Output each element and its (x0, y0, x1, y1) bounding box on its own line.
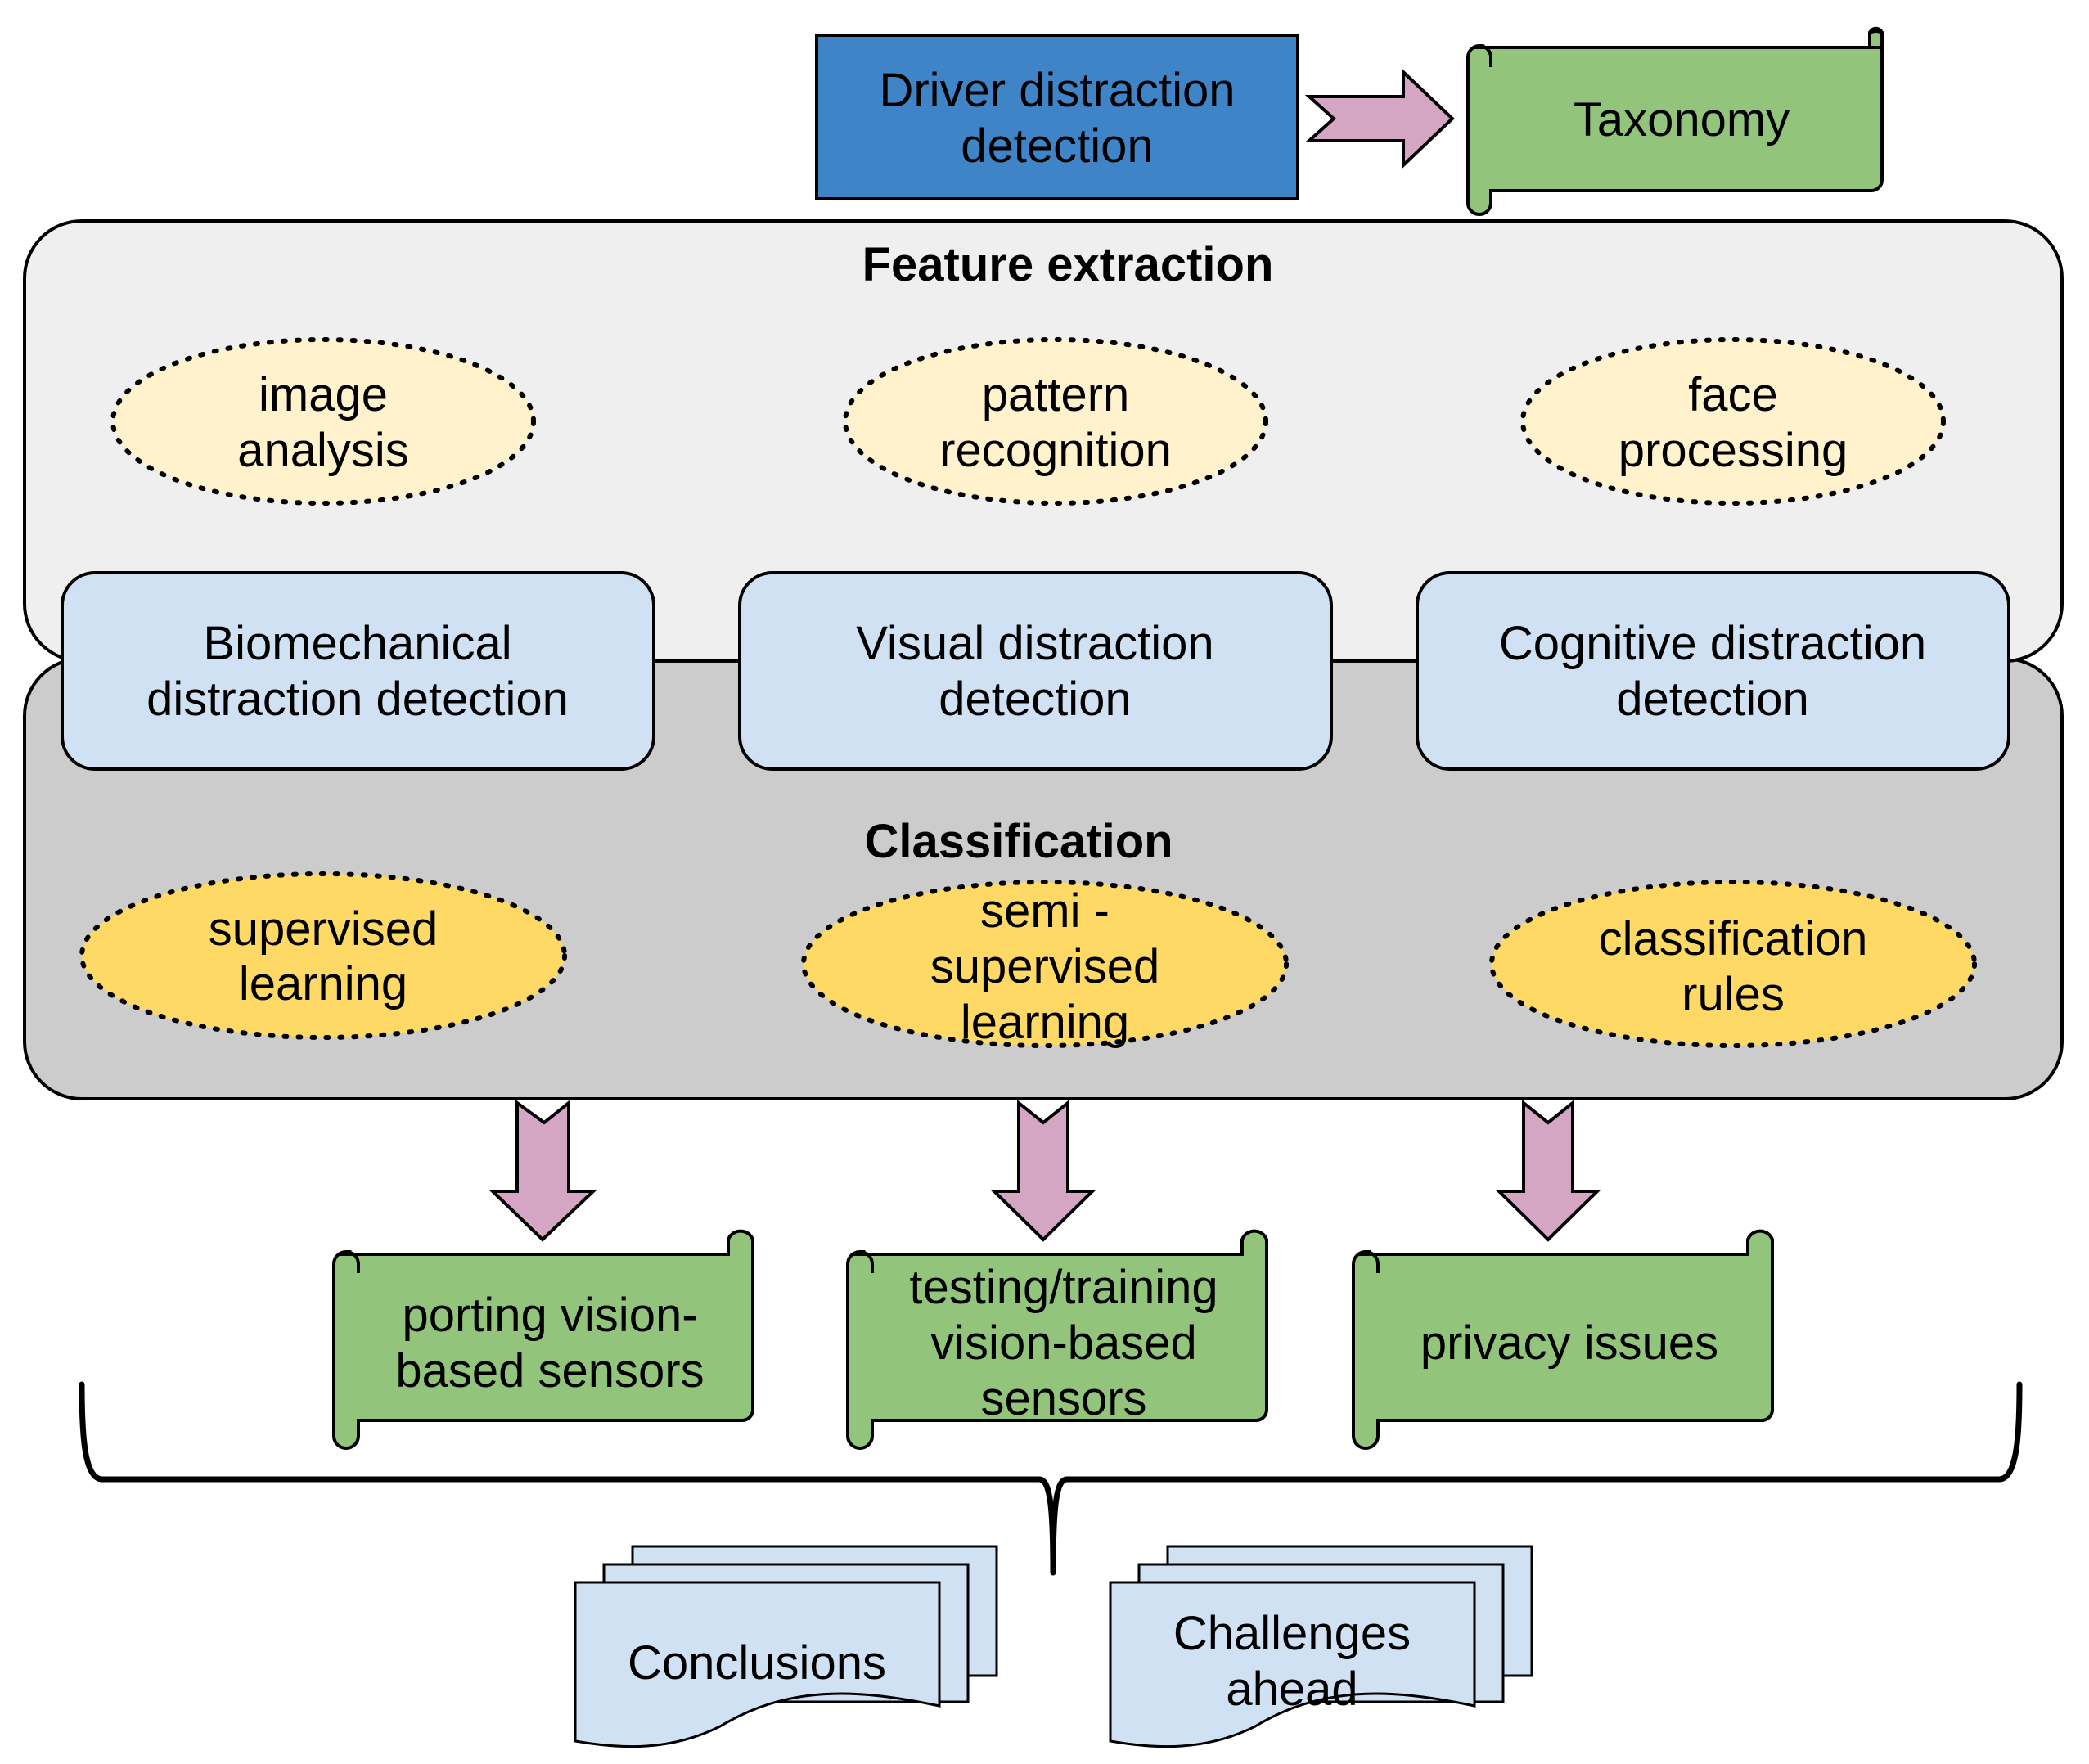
issue-scroll-testing-training: testing/training vision-based sensors (846, 1229, 1268, 1450)
svg-text:Biomechanical: Biomechanical (203, 617, 511, 670)
svg-text:pattern: pattern (982, 368, 1130, 421)
curly-brace (79, 1381, 2023, 1576)
feature-method-face-processing: face processing (1520, 337, 1946, 506)
classification-heading: Classification (864, 815, 1173, 868)
svg-text:image: image (259, 368, 388, 421)
detection-box-visual: Visual distraction detection (738, 571, 1333, 771)
svg-text:Driver distraction: Driver distraction (879, 64, 1235, 117)
feature-extraction-heading: Feature extraction (862, 238, 1274, 291)
svg-text:vision-based: vision-based (930, 1316, 1197, 1370)
classification-method-rules: classification rules (1489, 880, 1977, 1048)
issue-scroll-privacy: privacy issues (1352, 1229, 1774, 1450)
svg-text:detection: detection (961, 119, 1153, 173)
challenges-document-stack: Challenges ahead (1109, 1545, 1533, 1748)
taxonomy-scroll: Taxonomy (1466, 26, 1884, 216)
svg-text:Conclusions: Conclusions (628, 1636, 886, 1690)
svg-text:semi -: semi - (980, 884, 1110, 938)
conclusions-document-stack: Conclusions (574, 1545, 998, 1748)
svg-text:supervised: supervised (209, 902, 438, 956)
svg-text:detection: detection (939, 673, 1131, 726)
right-arrow-icon (1304, 68, 1455, 169)
svg-text:analysis: analysis (237, 424, 409, 477)
feature-method-pattern-recognition: pattern recognition (843, 337, 1268, 506)
svg-text:Cognitive distraction: Cognitive distraction (1499, 617, 1926, 670)
svg-text:ahead: ahead (1226, 1663, 1357, 1716)
svg-text:classification: classification (1599, 912, 1868, 965)
svg-text:recognition: recognition (939, 424, 1172, 477)
svg-text:detection: detection (1616, 673, 1808, 726)
down-arrow-icon (488, 1099, 598, 1242)
svg-text:privacy issues: privacy issues (1420, 1316, 1718, 1370)
svg-text:face: face (1688, 368, 1778, 421)
down-arrow-icon (990, 1099, 1096, 1242)
svg-text:learning: learning (961, 996, 1129, 1049)
feature-method-image-analysis: image analysis (110, 337, 536, 506)
svg-text:processing: processing (1619, 424, 1848, 477)
down-arrow-icon (1495, 1099, 1601, 1242)
svg-text:Challenges: Challenges (1173, 1607, 1411, 1660)
issue-scroll-porting: porting vision- based sensors (332, 1229, 754, 1450)
svg-text:Taxonomy: Taxonomy (1574, 93, 1790, 146)
classification-method-semi-supervised: semi - supervised learning (801, 880, 1289, 1049)
svg-text:supervised: supervised (930, 940, 1159, 993)
driver-distraction-box: Driver distraction detection (815, 34, 1299, 200)
svg-text:sensors: sensors (980, 1372, 1146, 1425)
svg-text:porting vision-: porting vision- (402, 1289, 697, 1342)
svg-text:testing/training: testing/training (909, 1261, 1218, 1314)
svg-text:based sensors: based sensors (395, 1344, 704, 1397)
svg-text:Visual distraction: Visual distraction (856, 617, 1213, 670)
classification-method-supervised: supervised learning (79, 871, 567, 1040)
svg-text:distraction detection: distraction detection (146, 673, 569, 726)
svg-text:rules: rules (1682, 968, 1785, 1021)
detection-box-cognitive: Cognitive distraction detection (1416, 571, 2010, 771)
svg-text:learning: learning (239, 957, 407, 1010)
detection-box-biomechanical: Biomechanical distraction detection (61, 571, 655, 771)
